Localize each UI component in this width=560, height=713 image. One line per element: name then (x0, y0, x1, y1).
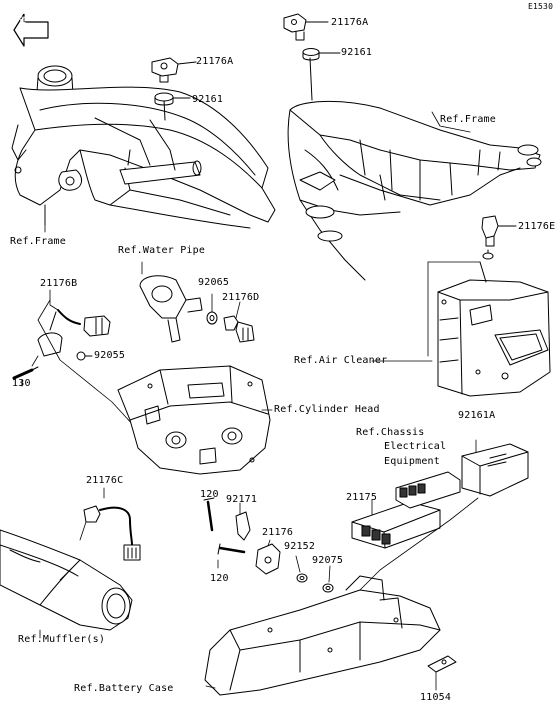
part-label-11054: 11054 (420, 692, 452, 703)
part-label-21176: 21176 (262, 527, 294, 538)
ref-chassis-line1: Ref.Chassis (356, 427, 425, 438)
part-label-21175: 21175 (346, 492, 378, 503)
left-frame-drawing (11, 65, 276, 229)
part-label-92161-right: 92161 (341, 47, 373, 58)
grommet-92075-icon (322, 565, 334, 593)
ref-frame-right: Ref.Frame (440, 114, 496, 125)
ref-muffler: Ref.Muffler(s) (18, 634, 106, 645)
ecu-connector-upper-drawing (395, 471, 461, 509)
sensor-21176b-drawing (12, 289, 146, 439)
ref-battery-case: Ref.Battery Case (74, 683, 174, 694)
ecu-21175-drawing (351, 501, 441, 549)
battery-case-drawing (204, 497, 479, 696)
sensor-21176-icon (255, 539, 281, 575)
water-pipe-drawing (139, 261, 255, 343)
sensor-21176c-drawing (79, 487, 141, 561)
part-label-120-lower: 120 (210, 573, 229, 584)
ref-chassis-line2: Electrical (384, 441, 447, 452)
part-label-120-upper: 120 (200, 489, 219, 500)
ref-water-pipe: Ref.Water Pipe (118, 245, 206, 256)
sensor-21176e-icon (481, 215, 517, 260)
part-label-21176a-left: 21176A (196, 56, 234, 67)
part-label-92055: 92055 (94, 350, 126, 361)
ecu-bracket-drawing (461, 439, 529, 497)
clamp-92171-icon (235, 502, 251, 541)
ref-chassis-line3: Equipment (384, 456, 440, 467)
part-label-21176b: 21176B (40, 278, 78, 289)
bracket-11054-icon (427, 655, 457, 691)
bolt-120-upper-icon (203, 497, 215, 532)
part-label-92171: 92171 (226, 494, 258, 505)
part-label-92161a: 92161A (458, 410, 496, 421)
air-cleaner-drawing (427, 261, 551, 397)
grommet-92161-left-icon (154, 92, 191, 106)
part-label-21176d: 21176D (222, 292, 260, 303)
ref-frame-left: Ref.Frame (10, 236, 66, 247)
grommet-92152-icon (295, 555, 308, 583)
diagram-id: E1530 (528, 2, 554, 11)
front-tag-text: FRONT (19, 10, 28, 36)
ref-air-cleaner: Ref.Air Cleaner (294, 355, 388, 366)
part-label-92075: 92075 (312, 555, 344, 566)
part-label-21176c: 21176C (86, 475, 124, 486)
part-label-21176a-right: 21176A (331, 17, 369, 28)
part-label-92065: 92065 (198, 277, 230, 288)
cylinder-head-drawing (117, 365, 273, 475)
sensor-21176a-left-icon (151, 57, 197, 83)
ref-cylinder-head: Ref.Cylinder Head (274, 404, 380, 415)
right-frame-drawing (283, 13, 542, 281)
frame-right-leader (431, 111, 471, 133)
bolt-120-lower-icon (217, 543, 246, 569)
part-label-92161-left: 92161 (192, 94, 224, 105)
part-label-92152: 92152 (284, 541, 316, 552)
part-label-130: 130 (12, 378, 31, 389)
part-label-21176e: 21176E (518, 221, 556, 232)
muffler-drawing (0, 529, 133, 639)
front-arrow-icon (13, 13, 49, 47)
